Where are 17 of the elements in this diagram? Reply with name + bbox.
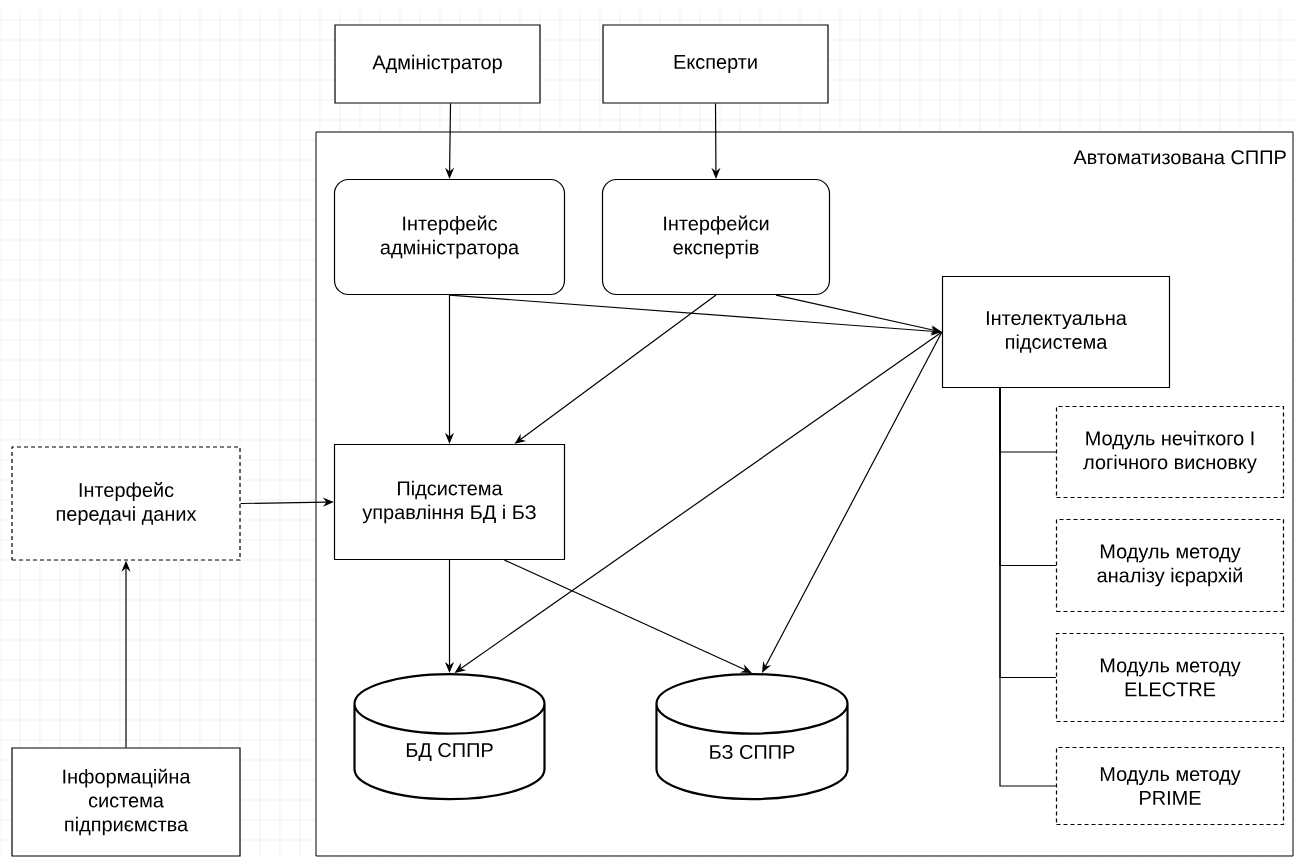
interface-box: Інтерфейс передачі даних <box>11 446 241 561</box>
database-cylinder: БЗ СППР <box>655 672 849 801</box>
arrow <box>762 331 943 673</box>
interface-box: Інтерфейс адміністратора <box>333 178 566 296</box>
module-box: Модуль нечіткого І логічного висновку <box>1055 405 1285 499</box>
interface-box: Інтерфейси експертів <box>601 178 831 296</box>
actor-box: Адміністратор <box>334 24 541 104</box>
subsystem-box: Інтелектуальна підсистема <box>941 275 1171 389</box>
connector-line <box>999 387 1057 787</box>
system-box: Інформаційна система підприємства <box>11 747 241 857</box>
module-box: Модуль методу ELECTRE <box>1055 632 1285 723</box>
database-cylinder: БД СППР <box>353 672 546 801</box>
arrow <box>503 559 752 673</box>
subsystem-box: Підсистема управління БД і БЗ <box>333 443 566 561</box>
module-box: Модуль методу аналізу ієрархій <box>1055 518 1285 613</box>
actor-box: Експерти <box>602 24 829 104</box>
module-box: Модуль методу PRIME <box>1055 746 1285 826</box>
